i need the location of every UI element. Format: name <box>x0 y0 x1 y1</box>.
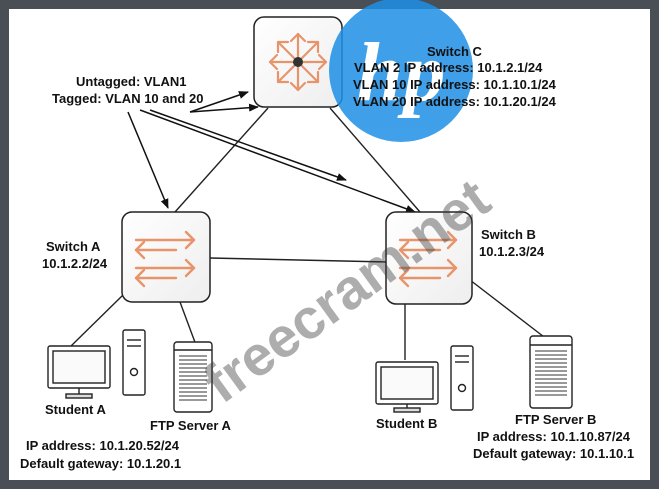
switch-b-ip: 10.1.2.3/24 <box>479 244 545 259</box>
switch-a-name: Switch A <box>46 239 101 254</box>
network-links <box>69 107 549 360</box>
hp-logo-watermark: hp <box>329 0 473 142</box>
switch-c-device <box>253 16 343 108</box>
trunk-arrow-to-link <box>149 109 347 181</box>
server-icon <box>179 355 207 401</box>
ftp-server-b-device <box>529 335 573 409</box>
link-switch-a-ftp-a <box>179 301 197 346</box>
link-switch-a-switch-b <box>209 257 389 263</box>
switch-a-ip: 10.1.2.2/24 <box>42 256 108 271</box>
student-a-ip: IP address: 10.1.20.52/24 <box>26 438 179 453</box>
trunk-arrow-to-switch-b <box>139 109 416 213</box>
student-b-label: Student B <box>376 416 438 431</box>
switch-a-device <box>121 211 211 303</box>
ftp-server-b-ip: IP address: 10.1.10.87/24 <box>477 429 630 444</box>
student-a-gateway: Default gateway: 10.1.20.1 <box>20 456 182 471</box>
link-switch-a-student-a <box>69 294 124 348</box>
switch-c-vlan10-ip: VLAN 10 IP address: 10.1.10.1/24 <box>353 77 556 92</box>
switch-icon <box>398 230 458 288</box>
link-switch-c-switch-b <box>329 107 421 213</box>
tower-icon <box>122 329 146 396</box>
switch-c-vlan20-ip: VLAN 20 IP address: 10.1.20.1/24 <box>353 94 556 109</box>
monitor-icon <box>47 345 111 399</box>
student-a-computer <box>47 329 146 399</box>
student-b-computer <box>375 345 474 413</box>
link-switch-c-switch-a <box>174 107 269 213</box>
switch-c-name: Switch C <box>427 44 482 59</box>
monitor-icon <box>375 361 439 413</box>
trunk-untagged-label: Untagged: VLAN1 <box>76 74 187 89</box>
ftp-server-b-label: FTP Server B <box>515 412 597 427</box>
link-switch-b-ftp-b <box>469 279 549 341</box>
trunk-tagged-label: Tagged: VLAN 10 and 20 <box>52 91 204 106</box>
hp-logo-text: hp <box>357 26 446 119</box>
ftp-server-b-gateway: Default gateway: 10.1.10.1 <box>473 446 635 461</box>
ftp-server-a-device <box>173 341 213 413</box>
switch-b-name: Switch B <box>481 227 536 242</box>
switch-b-device <box>385 211 473 305</box>
ftp-server-a-label: FTP Server A <box>150 418 231 433</box>
trunk-arrow-to-switch-c-lower <box>189 103 259 113</box>
trunk-arrow-to-switch-a <box>127 111 169 209</box>
server-icon <box>535 350 567 396</box>
trunk-arrows <box>127 91 416 213</box>
student-a-label: Student A <box>45 402 106 417</box>
switch-c-vlan2-ip: VLAN 2 IP address: 10.1.2.1/24 <box>354 60 543 75</box>
trunk-arrow-to-switch-c <box>189 91 249 113</box>
tower-icon <box>450 345 474 411</box>
switch-icon <box>134 230 196 288</box>
